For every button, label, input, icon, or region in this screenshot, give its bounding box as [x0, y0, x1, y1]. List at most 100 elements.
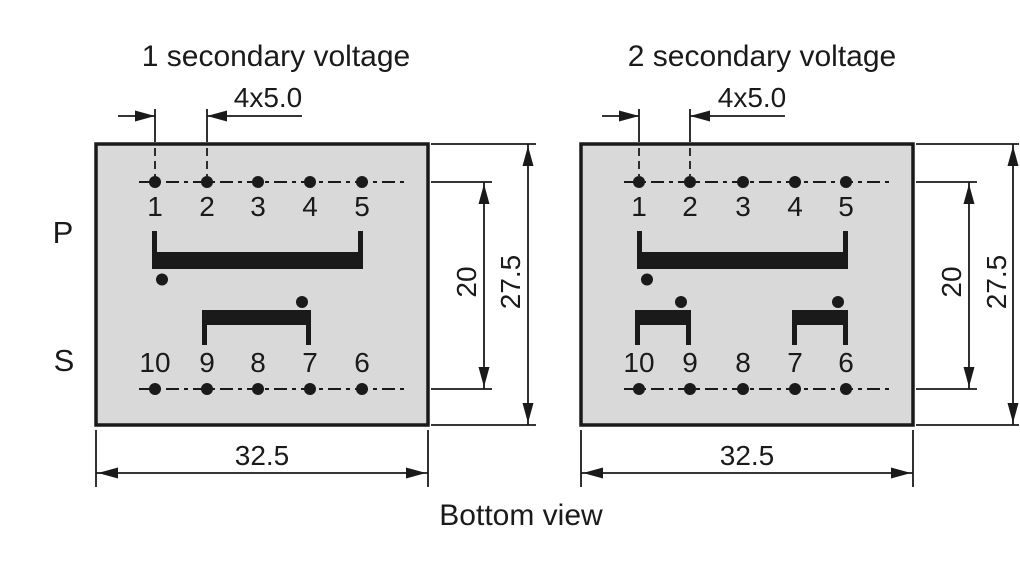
pin-label-6: 6: [838, 347, 854, 378]
arrowhead-down: [522, 403, 534, 423]
secondary-b-tick-left: [792, 324, 797, 345]
arrowhead-right: [135, 110, 155, 122]
primary-winding: [637, 231, 848, 286]
primary-winding: [152, 231, 363, 286]
height-value: 27.5: [495, 255, 526, 310]
pin-label-3: 3: [250, 191, 266, 222]
secondary-b-tick-right: [843, 324, 848, 345]
arrowhead-down: [1007, 403, 1019, 423]
arrowhead-right: [891, 467, 911, 479]
arrowhead-right: [619, 110, 639, 122]
pin-label-10: 10: [139, 347, 170, 378]
secondary-a-bar: [635, 310, 691, 325]
pin-pitch-value: 4x5.0: [718, 82, 787, 113]
pin-label-1: 1: [631, 191, 647, 222]
secondary-a-polarity-dot: [675, 296, 687, 308]
secondary-a-tick-left: [635, 324, 640, 345]
height-value: 27.5: [981, 255, 1012, 310]
pin-dot-8: [737, 383, 749, 395]
diagram-1-secondary-voltage: 1 2 3 4 5 10 9 8 7 6: [94, 82, 536, 487]
pin-pitch-value: 4x5.0: [234, 82, 303, 113]
pin-dot-6: [840, 383, 852, 395]
dim-width: 32.5: [580, 430, 914, 487]
pin-row-span-value: 20: [451, 266, 482, 297]
arrowhead-up: [478, 184, 490, 204]
pin-dot-2: [201, 176, 213, 188]
secondary-b-bar: [792, 310, 848, 325]
pin-dot-4: [304, 176, 316, 188]
diagram-2-secondary-voltage: 1 2 3 4 5 10: [579, 82, 1019, 487]
pin-label-9: 9: [682, 347, 698, 378]
arrowhead-down: [963, 367, 975, 387]
secondary-polarity-dot: [296, 296, 308, 308]
secondary-winding-bar: [202, 310, 311, 325]
pin-dot-7: [304, 383, 316, 395]
dim-pin-pitch: 4x5.0: [602, 82, 786, 142]
arrowhead-right: [406, 467, 426, 479]
primary-winding-tick-left: [637, 231, 642, 253]
pin-label-2: 2: [199, 191, 215, 222]
dim-height: 27.5: [431, 143, 536, 426]
primary-winding-tick-left: [152, 231, 157, 253]
diagram-2-title: 2 secondary voltage: [628, 40, 897, 73]
pin-dot-5: [356, 176, 368, 188]
primary-polarity-dot: [156, 273, 168, 286]
dim-pin-row-span: 20: [431, 181, 492, 390]
pin-label-4: 4: [787, 191, 803, 222]
pin-label-5: 5: [354, 191, 370, 222]
package-outline: [94, 142, 430, 427]
width-value: 32.5: [235, 440, 290, 471]
pin-label-7: 7: [787, 347, 803, 378]
arrowhead-left: [98, 467, 118, 479]
diagram-1-title: 1 secondary voltage: [142, 40, 411, 73]
secondary-b-polarity-dot: [832, 296, 844, 308]
pin-label-6: 6: [354, 347, 370, 378]
dim-pin-pitch: 4x5.0: [118, 82, 302, 142]
primary-polarity-dot: [641, 273, 653, 286]
primary-winding-tick-right: [843, 231, 848, 253]
primary-winding-bar: [637, 252, 848, 269]
pin-dot-9: [684, 383, 696, 395]
pin-label-8: 8: [735, 347, 751, 378]
arrowhead-up: [522, 146, 534, 166]
pin-dot-10: [149, 383, 161, 395]
width-value: 32.5: [720, 440, 775, 471]
pin-label-8: 8: [250, 347, 266, 378]
arrowhead-left: [583, 467, 603, 479]
secondary-a-tick-right: [686, 324, 691, 345]
pin-dot-7: [789, 383, 801, 395]
pin-label-1: 1: [147, 191, 163, 222]
arrowhead-up: [963, 184, 975, 204]
pin-dot-5: [840, 176, 852, 188]
dim-height: 27.5: [916, 143, 1019, 426]
package-outline: [579, 142, 915, 427]
bottom-view-caption: Bottom view: [439, 499, 603, 532]
pin-label-2: 2: [682, 191, 698, 222]
pin-label-4: 4: [302, 191, 318, 222]
primary-row-label: P: [53, 215, 74, 250]
secondary-winding-tick-left: [202, 324, 207, 345]
dim-width: 32.5: [95, 430, 429, 487]
arrowhead-left: [207, 110, 227, 122]
pin-dot-4: [789, 176, 801, 188]
pin-row-span-value: 20: [936, 266, 967, 297]
pin-dot-3: [252, 176, 264, 188]
arrowhead-left: [690, 110, 710, 122]
pin-label-10: 10: [623, 347, 654, 378]
pin-dot-2: [684, 176, 696, 188]
pin-dot-3: [737, 176, 749, 188]
secondary-winding-tick-right: [306, 324, 311, 345]
primary-winding-tick-right: [358, 231, 363, 253]
arrowhead-up: [1007, 146, 1019, 166]
pin-label-3: 3: [735, 191, 751, 222]
pin-label-7: 7: [302, 347, 318, 378]
pin-dot-9: [201, 383, 213, 395]
primary-winding-bar: [152, 252, 363, 269]
pin-label-5: 5: [838, 191, 854, 222]
pin-label-9: 9: [199, 347, 215, 378]
pin-dot-8: [252, 383, 264, 395]
pin-dot-1: [149, 176, 161, 188]
secondary-winding: [202, 296, 311, 345]
